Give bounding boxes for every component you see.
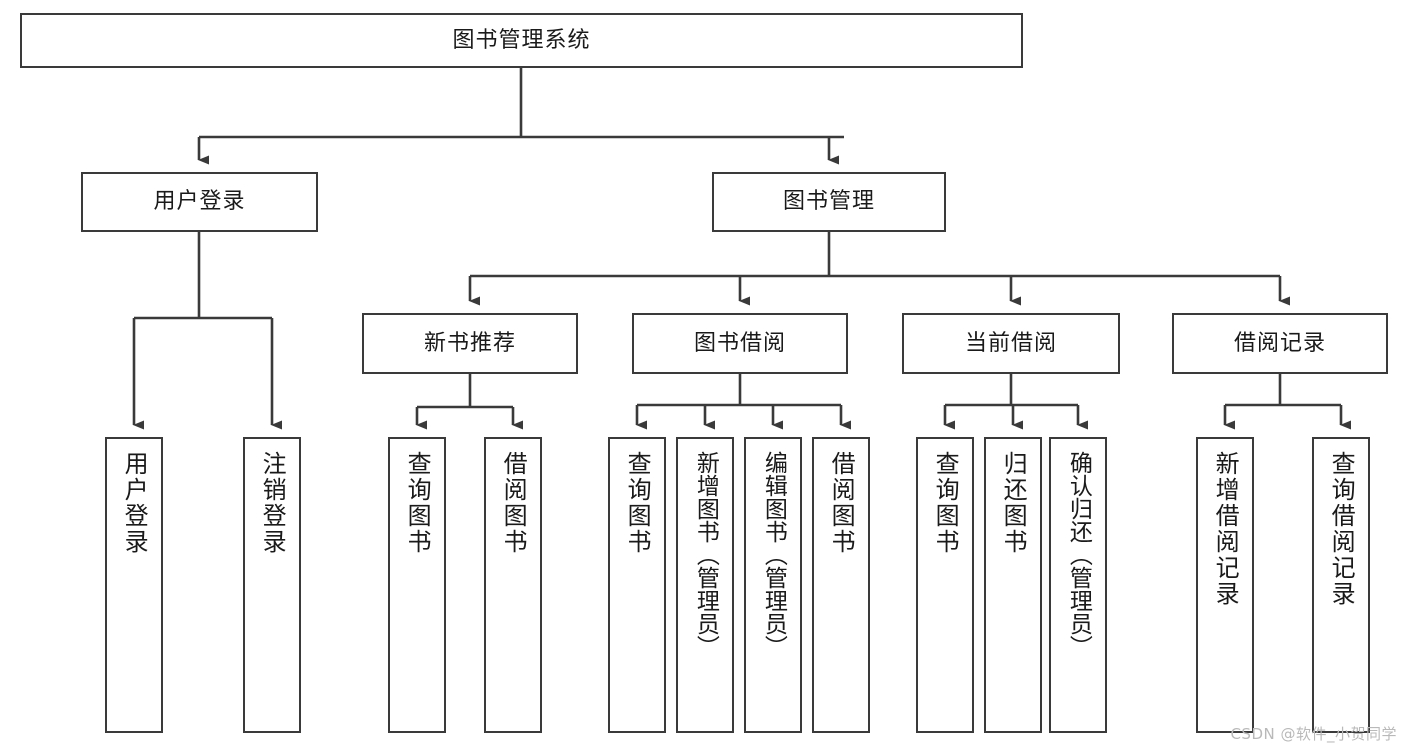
- node-label-book-borrow: 图书借阅: [693, 330, 786, 356]
- node-leaf-query-book-current[interactable]: 查询图书: [916, 437, 974, 733]
- node-label-leaf-return-book: 归还图书: [999, 451, 1028, 555]
- node-leaf-query-record[interactable]: 查询借阅记录: [1312, 437, 1370, 733]
- node-label-leaf-borrow-book: 借阅图书: [827, 451, 856, 555]
- node-label-leaf-user-login: 用户登录: [120, 451, 149, 555]
- node-label-leaf-confirm-return: 确认归还（管理员）: [1065, 451, 1092, 658]
- node-label-leaf-logout: 注销登录: [258, 451, 287, 555]
- node-label-leaf-query-book-borrow: 查询图书: [623, 451, 652, 555]
- node-book-borrow[interactable]: 图书借阅: [632, 313, 848, 374]
- node-leaf-logout[interactable]: 注销登录: [243, 437, 301, 733]
- node-leaf-confirm-return[interactable]: 确认归还（管理员）: [1049, 437, 1107, 733]
- node-label-user-login: 用户登录: [153, 189, 246, 215]
- node-current-borrow[interactable]: 当前借阅: [902, 313, 1120, 374]
- node-leaf-query-book-rec[interactable]: 查询图书: [388, 437, 446, 733]
- node-label-leaf-query-record: 查询借阅记录: [1327, 451, 1356, 607]
- node-borrow-record[interactable]: 借阅记录: [1172, 313, 1388, 374]
- node-label-leaf-add-book: 新增图书（管理员）: [692, 451, 719, 658]
- node-label-borrow-record: 借阅记录: [1233, 330, 1326, 356]
- node-book-manage[interactable]: 图书管理: [712, 172, 946, 232]
- node-label-leaf-query-book-current: 查询图书: [931, 451, 960, 555]
- node-leaf-borrow-book[interactable]: 借阅图书: [812, 437, 870, 733]
- node-leaf-add-record[interactable]: 新增借阅记录: [1196, 437, 1254, 733]
- node-leaf-query-book-borrow[interactable]: 查询图书: [608, 437, 666, 733]
- node-leaf-return-book[interactable]: 归还图书: [984, 437, 1042, 733]
- node-user-login[interactable]: 用户登录: [81, 172, 318, 232]
- node-leaf-borrow-book-rec[interactable]: 借阅图书: [484, 437, 542, 733]
- node-root[interactable]: 图书管理系统: [20, 13, 1023, 68]
- node-label-new-book-recommend: 新书推荐: [423, 330, 516, 356]
- node-leaf-user-login[interactable]: 用户登录: [105, 437, 163, 733]
- node-leaf-edit-book[interactable]: 编辑图书（管理员）: [744, 437, 802, 733]
- node-label-current-borrow: 当前借阅: [964, 330, 1057, 356]
- node-leaf-add-book[interactable]: 新增图书（管理员）: [676, 437, 734, 733]
- node-label-book-manage: 图书管理: [782, 189, 875, 215]
- node-label-leaf-edit-book: 编辑图书（管理员）: [760, 451, 787, 658]
- node-label-leaf-borrow-book-rec: 借阅图书: [499, 451, 528, 555]
- node-new-book-recommend[interactable]: 新书推荐: [362, 313, 578, 374]
- node-label-leaf-add-record: 新增借阅记录: [1211, 451, 1240, 607]
- node-label-root: 图书管理系统: [452, 27, 591, 53]
- node-label-leaf-query-book-rec: 查询图书: [403, 451, 432, 555]
